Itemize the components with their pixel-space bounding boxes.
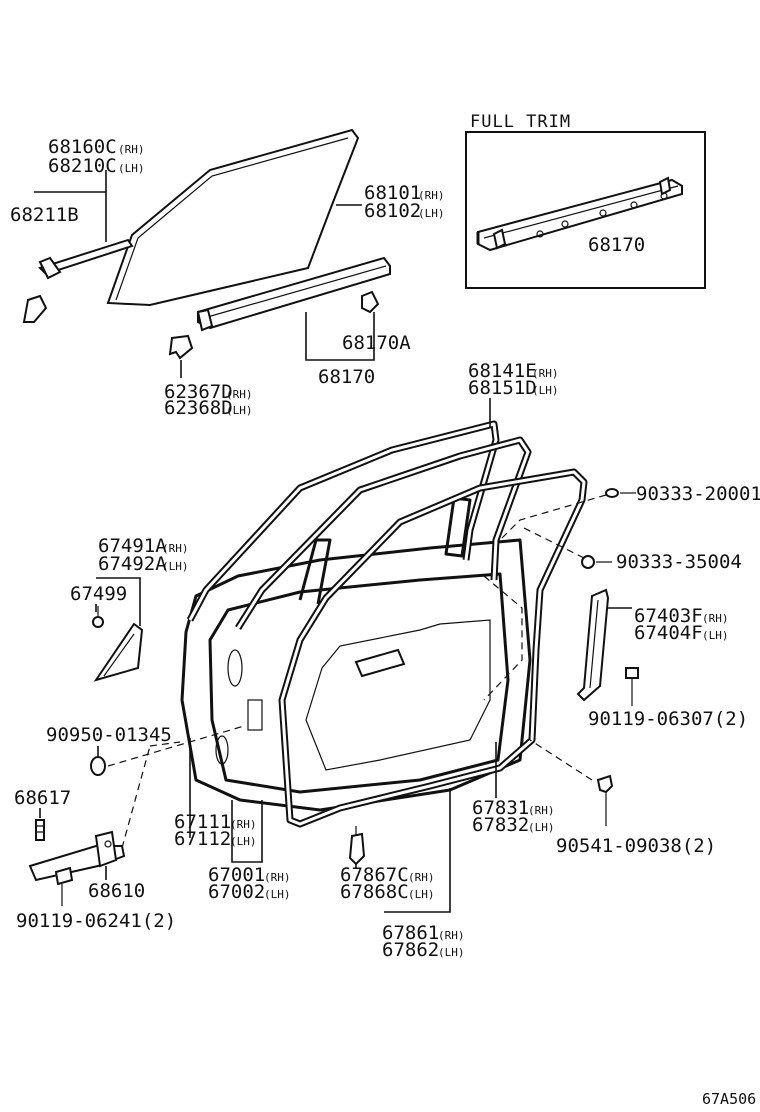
part-suffix: (LH) [226,404,253,417]
part-suffix: (RH) [532,367,559,380]
dashed-leader-inner [483,575,523,701]
part-number: 68617 [14,787,71,809]
part-number: 67832 [472,814,529,836]
part-suffix: (LH) [438,946,465,959]
part-number: 67861 [382,922,439,944]
figure-reference: 67A506 [702,1090,756,1108]
part-suffix: (RH) [438,929,465,942]
part-number: 67868C [340,881,409,903]
part-suffix: (LH) [528,821,555,834]
dashed-leader-90541 [529,739,593,781]
door-glass [106,128,360,307]
part-suffix: (LH) [702,629,729,642]
part-suffix: (RH) [418,189,445,202]
part-suffix: (RH) [702,612,729,625]
part-suffix: (LH) [408,888,435,901]
part-number: 67499 [70,583,127,605]
part-number: 90541-09038(2) [556,835,716,857]
glass-channel [38,238,134,280]
part-suffix: (LH) [162,560,189,573]
part-suffix: (RH) [408,871,435,884]
part-number: 62367D [164,381,233,403]
part-suffix: (RH) [528,804,555,817]
part-suffix: (LH) [118,162,145,175]
part-number: 67862 [382,939,439,961]
belt-clip [361,290,380,314]
door-check [28,830,126,882]
division-bar [576,588,610,702]
part-number: 67002 [208,881,265,903]
part-number: 68141E [468,360,537,382]
hole-plug [90,756,106,776]
part-suffix: (LH) [264,888,291,901]
part-number: 67404F [634,622,703,644]
part-suffix: (RH) [162,542,189,555]
cover-clip [92,606,104,628]
part-suffix: (RH) [226,388,253,401]
dashed-leader-90333-20001 [499,494,607,541]
part-number: 67492A [98,553,167,575]
full-trim-moulding [476,176,683,252]
part-number: 68170A [342,332,411,354]
leader-67491a [96,577,141,626]
part-number: 90333-20001( [636,483,760,505]
inner-handle-recess [354,648,406,678]
door-weatherstrip [278,468,588,828]
part-number: 68102 [364,200,421,222]
leader-67111-67001 [189,738,263,863]
screw-90333-20001 [605,488,636,498]
dashed-leader-check [121,745,151,849]
leader-67861 [384,788,451,913]
inset-frame [465,131,706,289]
inset-title: FULL TRIM [470,112,571,132]
part-number: 68101 [364,182,421,204]
door-assembly [180,420,532,812]
dashed-leader-check-2 [149,741,181,747]
bolt-90541-09038 [596,774,614,826]
part-number: 68211B [10,204,79,226]
part-number: 90333-35004 [616,551,742,573]
part-number: 67403F [634,605,703,627]
part-suffix: (RH) [230,818,257,831]
leader-68170 [305,312,375,361]
part-number: 90119-06307(2) [588,708,748,730]
inset-part-number: 68170 [588,234,645,256]
part-number: 67491A [98,535,167,557]
part-suffix: (LH) [418,207,445,220]
part-suffix: (RH) [118,143,145,156]
weatherstrip-retainer [348,826,366,866]
part-number: 62368D [164,397,233,419]
part-suffix: (LH) [230,835,257,848]
part-number: 68210C [48,155,117,177]
part-number: 90119-06241(2) [16,910,176,932]
glass-bracket [22,294,48,323]
full-trim-inset: FULL TRIM 68170 [465,112,706,289]
part-suffix: (RH) [264,871,291,884]
part-number: 67831 [472,797,529,819]
part-number: 67111 [174,811,231,833]
part-number: 67867C [340,864,409,886]
part-number: 90950-01345 [46,724,172,746]
part-number: 67001 [208,864,265,886]
check-pin [35,819,45,841]
bolt-90119-06241 [54,866,74,906]
belt-weatherstrip [196,256,391,332]
part-number: 68151D [468,377,537,399]
part-number: 67112 [174,828,231,850]
part-number: 68160C [48,136,117,158]
quarter-cover [93,622,144,682]
bolt-90119-06307 [625,667,639,706]
part-suffix: (LH) [532,384,559,397]
screw-90333-35004 [581,555,612,569]
part-number: 68170 [318,366,375,388]
part-number: 68610 [88,880,145,902]
glass-clip [168,334,194,360]
